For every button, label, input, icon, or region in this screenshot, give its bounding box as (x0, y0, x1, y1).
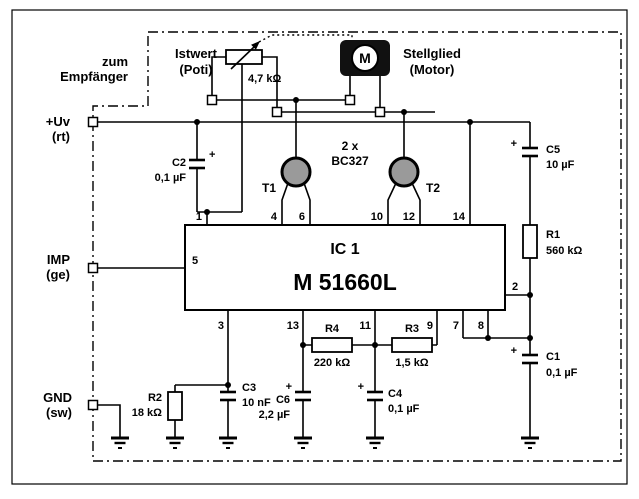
pin-6: 6 (299, 211, 305, 223)
c3-value: 10 nF (242, 397, 271, 409)
stellglied-label-line2: (Motor) (410, 62, 455, 77)
r3-value: 1,5 kΩ (395, 357, 428, 369)
poti-value-label: 4,7 kΩ (248, 73, 281, 85)
pin-4: 4 (271, 211, 278, 223)
ground-icon (111, 436, 129, 449)
receiver-label-line2: Empfänger (60, 69, 128, 84)
ground-icon (521, 436, 539, 449)
pin-9: 9 (427, 320, 433, 332)
ground-icon (166, 436, 184, 449)
pin-7: 7 (453, 320, 459, 332)
poti-wiper-arrow-shaft (230, 46, 255, 70)
motor-right-terminal-square (374, 106, 386, 118)
t2-label: T2 (426, 181, 440, 195)
pin-5: 5 (192, 255, 198, 267)
c6-value: 2,2 µF (259, 409, 291, 421)
r4-value: 220 kΩ (314, 357, 351, 369)
junction-dots (194, 97, 533, 388)
imp-terminal-square (87, 262, 99, 274)
ground-icon (366, 436, 384, 449)
pin-11: 11 (359, 320, 371, 332)
uv-label: +Uv (46, 114, 71, 129)
wire-segments (97, 56, 531, 438)
c1-value: 0,1 µF (546, 367, 578, 379)
motor-m-label: M (359, 50, 371, 66)
ground-icon (219, 436, 237, 449)
c5-name: C5 (546, 144, 560, 156)
c6-name: C6 (276, 394, 290, 406)
pin-14: 14 (453, 211, 466, 223)
r2-value: 18 kΩ (132, 407, 162, 419)
istwert-label-line2: (Poti) (179, 62, 212, 77)
ground-icon (294, 436, 312, 449)
ground-symbols (111, 436, 539, 449)
r4-body (311, 337, 353, 353)
receiver-label-line1: zum (102, 54, 128, 69)
gnd-label: GND (43, 390, 72, 405)
uv-terminal-square (87, 116, 99, 128)
ic-body (184, 224, 506, 311)
r2-name: R2 (148, 392, 162, 404)
c6-plus-sign: + (286, 381, 292, 393)
c4-plus-sign: + (358, 381, 364, 393)
pin-10: 10 (371, 211, 383, 223)
transistor-t1-icon (280, 156, 312, 188)
transistor-count-label: 2 x (342, 139, 359, 153)
gnd-color-label: (sw) (46, 405, 72, 420)
c4-name: C4 (388, 388, 403, 400)
t1-label: T1 (262, 181, 276, 195)
ic-designator: IC 1 (330, 241, 359, 258)
c2-plus-sign: + (209, 149, 215, 161)
pin-13: 13 (287, 320, 299, 332)
r1-body (522, 224, 538, 259)
imp-label: IMP (47, 252, 70, 267)
transistor-type-label: BC327 (331, 154, 369, 168)
c2-value: 0,1 µF (155, 172, 187, 184)
gnd-terminal-square (87, 399, 99, 411)
outer-frame (11, 9, 628, 485)
r3-name: R3 (405, 323, 419, 335)
capacitors (189, 146, 538, 402)
c5-plus-sign: + (511, 138, 517, 150)
resistors (167, 224, 538, 421)
pin-1: 1 (196, 211, 202, 223)
c1-name: C1 (546, 351, 560, 363)
r3-body (391, 337, 433, 353)
poti-wiper-arrowhead (251, 41, 260, 50)
pin-12: 12 (403, 211, 415, 223)
potentiometer-symbol (225, 41, 263, 70)
transistor-t2-icon (388, 156, 420, 188)
c5-value: 10 µF (546, 159, 575, 171)
r2-body (167, 391, 183, 421)
c3-name: C3 (242, 382, 256, 394)
c4-value: 0,1 µF (388, 403, 420, 415)
ic-part-number: M 51660L (293, 269, 397, 295)
labels: zum Empfänger +Uv (rt) IMP (ge) GND (sw)… (43, 46, 582, 421)
pin-2: 2 (512, 281, 518, 293)
imp-color-label: (ge) (46, 267, 70, 282)
istwert-label-line1: Istwert (175, 46, 218, 61)
r1-value: 560 kΩ (546, 245, 583, 257)
poti-left-terminal-square (206, 94, 218, 106)
motor-symbol: M (340, 40, 390, 76)
pin-8: 8 (478, 320, 484, 332)
uv-color-label: (rt) (52, 129, 70, 144)
c1-plus-sign: + (511, 345, 517, 357)
pin-3: 3 (218, 320, 224, 332)
stellglied-label-line1: Stellglied (403, 46, 461, 61)
r1-name: R1 (546, 229, 560, 241)
motor-circle (351, 44, 379, 72)
motor-left-terminal-square (344, 94, 356, 106)
r4-name: R4 (325, 323, 340, 335)
poti-right-terminal-square (271, 106, 283, 118)
dashdot-boundary (92, 31, 622, 462)
c2-name: C2 (172, 157, 186, 169)
connector-squares (87, 94, 386, 411)
